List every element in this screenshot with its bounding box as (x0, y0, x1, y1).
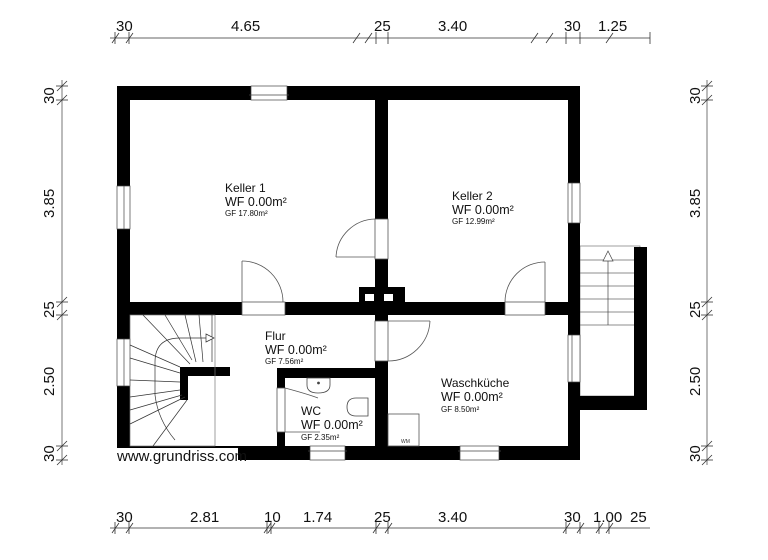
room-name: Keller 1 (225, 181, 266, 195)
dim-top-3: 3.40 (438, 18, 467, 35)
windows (116, 85, 581, 461)
room-gf: GF 17.80m² (225, 209, 268, 218)
dim-right-1: 3.85 (687, 189, 704, 218)
room-gf: GF 2.35m² (301, 433, 340, 442)
room-keller-2: Keller 2 WF 0.00m² GF 12.99m² (452, 189, 514, 226)
dim-bottom-7: 1.00 (593, 509, 622, 526)
window-left-flur (116, 338, 131, 387)
chimney-flue-right (384, 294, 393, 301)
window-left-keller1 (116, 185, 131, 230)
dim-bottom-8: 25 (630, 509, 647, 526)
room-wf: WF 0.00m² (301, 418, 363, 432)
dimension-chain-top: 30 4.65 25 3.40 30 1.25 (110, 18, 651, 44)
stair-up-arrow-icon (602, 250, 614, 262)
dimension-chain-right: 30 3.85 25 2.50 30 (687, 80, 713, 466)
room-name: Waschküche (441, 376, 510, 390)
dim-right-3: 2.50 (687, 367, 704, 396)
room-name: WC (301, 404, 321, 418)
dim-right-2: 25 (687, 301, 704, 318)
dimension-chain-bottom: 30 2.81 10 1.74 25 3.40 30 1.00 25 (110, 509, 650, 534)
room-name: Keller 2 (452, 189, 493, 203)
window-right-waschkueche (567, 334, 581, 383)
window-bottom-wc (309, 445, 346, 461)
sink-icon (306, 377, 331, 394)
room-wf: WF 0.00m² (441, 390, 503, 404)
external-stair (579, 245, 647, 410)
outer-walls (117, 86, 580, 460)
washing-machine-icon (387, 413, 420, 447)
dim-top-0: 30 (116, 18, 133, 35)
watermark: www.grundriss.com (116, 448, 247, 465)
dim-bottom-1: 2.81 (190, 509, 219, 526)
window-right-keller2 (567, 182, 581, 224)
room-wc: WC WF 0.00m² GF 2.35m² (301, 404, 363, 442)
dim-top-5: 1.25 (598, 18, 627, 35)
toilet-icon (346, 397, 369, 417)
doors (241, 218, 546, 433)
dim-left-2: 25 (41, 301, 58, 318)
dim-left-1: 3.85 (41, 189, 58, 218)
dim-bottom-4: 25 (374, 509, 391, 526)
room-waschkueche: Waschküche WF 0.00m² GF 8.50m² (441, 376, 510, 414)
dimension-chain-left: 30 3.85 25 2.50 30 (41, 80, 68, 466)
room-flur: Flur WF 0.00m² GF 7.56m² (265, 329, 327, 366)
dim-bottom-6: 30 (564, 509, 581, 526)
room-wf: WF 0.00m² (225, 195, 287, 209)
stair-direction-arrow-icon (205, 333, 215, 343)
interior-stair (129, 314, 216, 447)
dim-right-0: 30 (687, 87, 704, 104)
wc-fixtures (306, 377, 369, 417)
dim-left-3: 2.50 (41, 367, 58, 396)
room-gf: GF 7.56m² (265, 357, 304, 366)
dim-bottom-3: 1.74 (303, 509, 332, 526)
room-keller-1: Keller 1 WF 0.00m² GF 17.80m² (225, 181, 287, 218)
washing-machine-label: WM (401, 439, 410, 445)
window-top-keller1 (250, 85, 288, 101)
dim-bottom-2: 10 (264, 509, 281, 526)
chimney-flue-left (365, 294, 374, 301)
watermark-bg (116, 448, 238, 464)
dim-bottom-0: 30 (116, 509, 133, 526)
dim-right-4: 30 (687, 445, 704, 462)
dim-left-0: 30 (41, 87, 58, 104)
window-bottom-waschkueche (459, 445, 500, 461)
room-gf: GF 8.50m² (441, 405, 480, 414)
dim-top-1: 4.65 (231, 18, 260, 35)
interior-walls (130, 100, 568, 446)
room-gf: GF 12.99m² (452, 217, 495, 226)
dim-top-4: 30 (564, 18, 581, 35)
room-wf: WF 0.00m² (265, 343, 327, 357)
dim-bottom-5: 3.40 (438, 509, 467, 526)
dim-top-2: 25 (374, 18, 391, 35)
room-name: Flur (265, 329, 286, 343)
room-wf: WF 0.00m² (452, 203, 514, 217)
dim-left-4: 30 (41, 445, 58, 462)
